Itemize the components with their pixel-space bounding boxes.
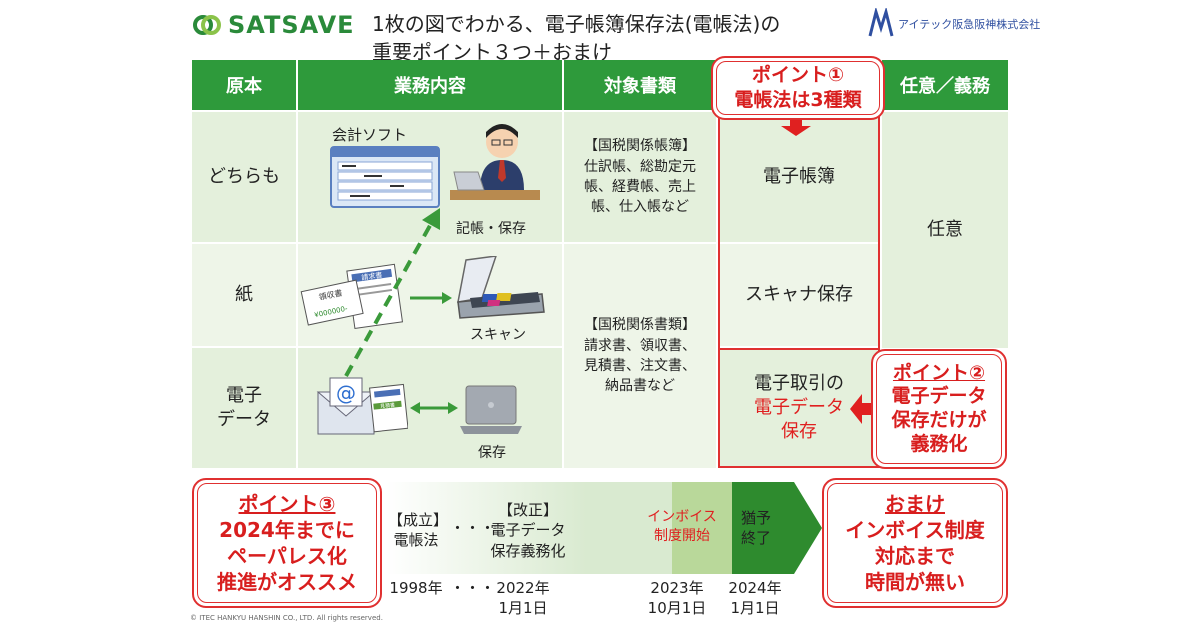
- date-2022: 2022年 1月1日: [496, 579, 550, 618]
- stage-dots: ・・・: [450, 519, 496, 537]
- papers-doc-l3: 見積書、注文書、: [584, 358, 696, 374]
- papers-documents-cell: 【国税関係書類】 請求書、領収書、 見積書、注文書、 納品書など: [564, 244, 716, 468]
- bonus-title: おまけ: [885, 492, 945, 516]
- point3-l2: 2024年までに: [219, 518, 355, 542]
- bonus-l2: インボイス制度: [845, 518, 985, 542]
- row1-original: どちらも: [192, 112, 296, 242]
- books-doc-l4: 帳、仕入帳など: [591, 199, 689, 216]
- header-task: 業務内容: [298, 60, 562, 110]
- timeline-arrow: [386, 482, 822, 574]
- result3-l2: 電子データ: [754, 396, 844, 418]
- point2-callout: ポイント② 電子データ 保存だけが 義務化: [871, 349, 1007, 469]
- result-scanner-storage: スキャナ保存: [718, 244, 880, 346]
- email-attachment-icon: @ 見積書: [316, 377, 408, 435]
- receipt-doc-label: 領収書: [318, 287, 344, 302]
- company-logo: アイテック阪急阪神株式会社: [868, 8, 1040, 40]
- point1-text: 電帳法は3種類: [734, 89, 862, 111]
- bookkeeping-label: 記帳・保存: [456, 221, 526, 237]
- invoice-doc-label: 請求書: [361, 270, 383, 282]
- paper-documents-icon: 請求書 領収書 ¥000000-: [300, 263, 404, 330]
- papers-doc-l2: 請求書、領収書、: [584, 337, 696, 354]
- point3-l4: 推進がオススメ: [217, 570, 357, 594]
- estimate-doc-label: 見積書: [380, 401, 396, 410]
- office-worker-icon: [450, 124, 540, 200]
- accounting-software-label: 会計ソフト: [332, 126, 408, 144]
- copyright: © ITEC HANKYU HANSHIN CO., LTD. All righ…: [190, 614, 383, 622]
- result-electronic-books: 電子帳簿: [718, 112, 880, 242]
- point1-callout: ポイント① 電帳法は3種類: [711, 56, 885, 120]
- satsave-logo-icon: [193, 15, 221, 35]
- books-documents-cell: 【国税関係帳簿】 仕訳帳、総勘定元 帳、経費帳、売上 帳、仕入帳など: [564, 112, 716, 242]
- scan-arrow-icon: [410, 292, 452, 304]
- date-1998: 1998年: [389, 579, 443, 597]
- bonus-callout: おまけ インボイス制度 対応まで 時間が無い: [822, 478, 1008, 608]
- point1-down-arrow-icon: [781, 118, 811, 136]
- result3-l1: 電子取引の: [754, 372, 844, 394]
- point2-l4: 義務化: [910, 432, 968, 455]
- bonus-l4: 時間が無い: [865, 570, 965, 594]
- stage-grace-end: 猶予 終了: [740, 509, 771, 548]
- company-name: アイテック阪急阪神株式会社: [898, 18, 1041, 31]
- date-dots: ・・・: [450, 579, 496, 597]
- header-optional: 任意／義務: [882, 60, 1008, 110]
- row3-original-l1: 電子: [226, 384, 262, 406]
- books-doc-l2: 仕訳帳、総勘定元: [584, 158, 696, 175]
- books-doc-l1: 【国税関係帳簿】: [584, 138, 696, 155]
- point2-l3: 保存だけが: [891, 409, 987, 431]
- papers-doc-l1: 【国税関係書類】: [584, 317, 696, 334]
- stage-established: 【成立】 電帳法: [388, 511, 449, 550]
- bonus-l3: 対応まで: [875, 544, 955, 568]
- header-original: 原本: [192, 60, 296, 110]
- row3-original: 電子 データ: [192, 348, 296, 468]
- row3-original-l2: データ: [217, 409, 271, 430]
- itec-logo-icon: [868, 8, 894, 37]
- satsave-logo: SATSAVE: [192, 8, 355, 42]
- logo-text: SATSAVE: [228, 11, 355, 39]
- result3-l3: 保存: [781, 421, 817, 443]
- scanner-icon: [457, 256, 545, 319]
- svg-text:@: @: [336, 381, 356, 405]
- laptop-icon: [460, 385, 522, 434]
- point3-l3: ペーパレス化: [227, 544, 347, 568]
- header-documents: 対象書類: [564, 60, 716, 110]
- stage-revision: 【改正】 電子データ 保存義務化: [490, 501, 566, 560]
- point1-title: ポイント①: [751, 64, 845, 87]
- date-2024: 2024年 1月1日: [728, 579, 782, 618]
- books-doc-l3: 帳、経費帳、売上: [584, 179, 696, 195]
- dashed-flow-arrow-icon: [344, 208, 440, 377]
- save-arrow-icon: [410, 402, 458, 414]
- page-title-line1: 1枚の図でわかる、電子帳簿保存法(電帳法)の: [372, 12, 781, 36]
- save-label: 保存: [478, 445, 506, 461]
- point2-l2: 電子データ: [891, 385, 987, 408]
- scan-label: スキャン: [470, 327, 526, 343]
- row2-original: 紙: [192, 244, 296, 346]
- point2-title: ポイント②: [892, 361, 986, 384]
- papers-doc-l4: 納品書など: [605, 378, 675, 395]
- accounting-software-icon: [330, 146, 440, 208]
- point3-callout: ポイント③ 2024年までに ペーパレス化 推進がオススメ: [192, 478, 382, 608]
- point3-title: ポイント③: [238, 492, 336, 516]
- optional-cell: 任意: [882, 112, 1008, 348]
- stage-invoice-start: インボイス 制度開始: [647, 509, 717, 544]
- date-2023: 2023年 10月1日: [647, 579, 707, 618]
